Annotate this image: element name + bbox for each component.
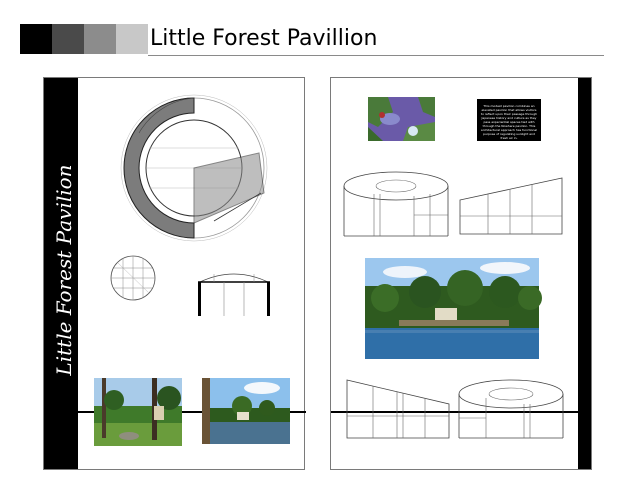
title-underline [148, 55, 604, 56]
right-board: This modest pavilion combines an elevate… [330, 77, 592, 470]
right-edge-band [578, 78, 591, 469]
site-plan-graphic [368, 97, 435, 141]
ground-line-right [331, 411, 580, 413]
lower-elevation-left [346, 379, 450, 439]
elevation-drawing-graphic-2 [459, 177, 563, 235]
header-swatch-2 [52, 24, 84, 54]
pavilion-photo-graphic [365, 258, 542, 359]
header-swatch-1 [20, 24, 52, 54]
site-photo-1 [94, 378, 182, 446]
ground-line [78, 411, 306, 413]
vertical-title-band: Little Forest Pavilion [44, 78, 78, 469]
header-swatch-3 [84, 24, 116, 54]
section-drawing-graphic [198, 273, 270, 316]
vertical-title: Little Forest Pavilion [52, 164, 76, 376]
description-caption: This modest pavilion combines an elevate… [477, 99, 541, 141]
site-photo-2 [202, 378, 290, 444]
lower-elevation-right [458, 379, 564, 439]
plan-sketch-graphic [120, 94, 268, 242]
elevation-drawing-graphic [343, 171, 449, 237]
left-board: Little Forest Pavilion [43, 77, 306, 470]
header-swatch-4 [116, 24, 148, 54]
page-title: Little Forest Pavillion [150, 26, 378, 51]
roof-sketch-graphic [110, 255, 156, 301]
